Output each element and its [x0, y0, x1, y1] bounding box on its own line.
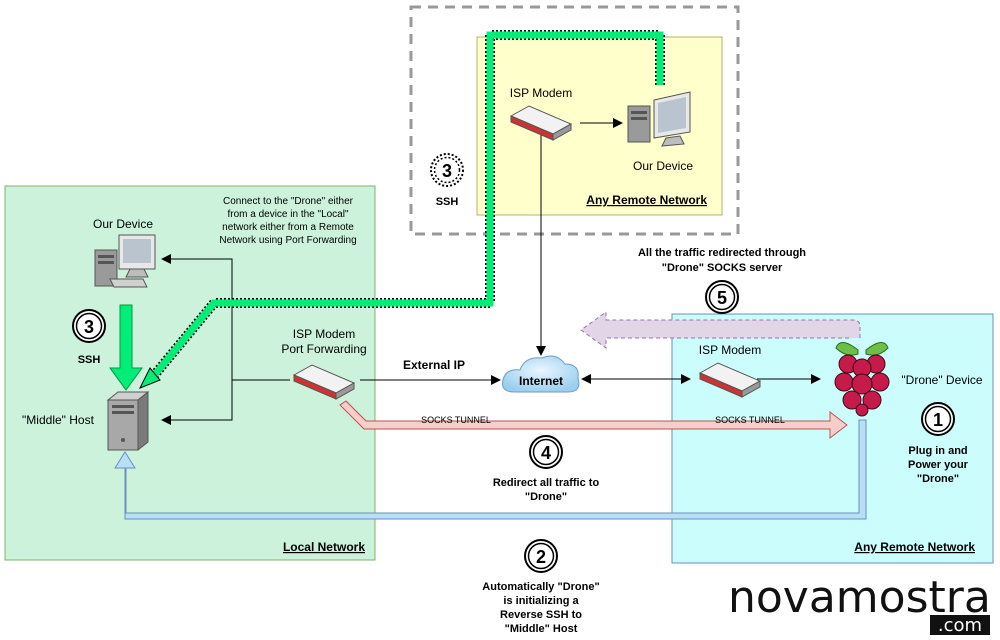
connect-note-line: Connect to the "Drone" either [223, 196, 354, 207]
step-5-badge: 5 [705, 280, 739, 314]
internet-label: Internet [519, 374, 563, 388]
step-text: "Drone" [525, 491, 567, 503]
internet-cloud: Internet [502, 355, 580, 393]
local-modem-label-line2: Port Forwarding [281, 342, 366, 356]
step-text: Redirect all traffic to [493, 477, 600, 489]
local-device-label: Our Device [93, 217, 153, 231]
top-device-icon [627, 91, 691, 147]
right-remote-network-zone: Any Remote Network [671, 313, 994, 564]
novamostra-logo: novamostra .com [728, 572, 991, 636]
step-number: 4 [541, 443, 551, 463]
connectors [161, 118, 821, 425]
top-remote-ssh-group [409, 5, 740, 236]
step-text: Power your [908, 459, 969, 471]
middle-host-label: "Middle" Host [22, 413, 95, 427]
step-text: Plug in and [908, 445, 967, 457]
socks-tunnel-arrow: SOCKS TUNNEL SOCKS TUNNEL [339, 400, 848, 440]
brand-name: novamostra [728, 572, 991, 623]
brand-tld: .com [938, 615, 982, 636]
step-number: 3 [442, 161, 452, 181]
traffic-redirect-arrow [580, 311, 861, 349]
local-ssh-label: SSH [78, 354, 101, 366]
right-modem-label: ISP Modem [699, 343, 761, 357]
step-number: 1 [933, 410, 943, 430]
top-ssh-label: SSH [436, 196, 459, 208]
traffic-note-line: "Drone" SOCKS server [662, 262, 783, 274]
ssh-green-path [138, 30, 665, 389]
right-modem-icon [698, 362, 762, 398]
step-3-badge-remote: 3 [430, 153, 464, 187]
right-remote-network-label: Any Remote Network [854, 540, 975, 554]
step-3-badge-local: 3 [72, 309, 106, 343]
step-text: "Drone" [917, 473, 959, 485]
top-modem-label: ISP Modem [510, 86, 572, 100]
connect-note: Connect to the "Drone" either from a dev… [219, 196, 356, 246]
connect-note-line: from a device in the "Local" [227, 209, 349, 220]
connect-note-line: Network using Port Forwarding [219, 235, 356, 246]
top-device-label: Our Device [633, 159, 693, 173]
traffic-note-line: All the traffic redirected through [638, 247, 806, 259]
connect-note-line: network either from a Remote [222, 222, 354, 233]
step-number: 2 [536, 547, 546, 567]
local-network-label: Local Network [283, 540, 365, 554]
middle-host-icon [106, 390, 150, 452]
drone-device-label: "Drone" Device [901, 373, 983, 387]
local-modem-icon [292, 364, 356, 400]
socks-tunnel-label-left: SOCKS TUNNEL [421, 415, 491, 425]
local-ssh-arrow [109, 304, 143, 391]
step-4-badge: 4 Redirect all traffic to "Drone" [493, 435, 600, 503]
top-remote-network-label: Any Remote Network [586, 193, 707, 207]
local-modem-label-line1: ISP Modem [293, 327, 355, 341]
top-modem-icon [509, 105, 573, 141]
external-ip-label: External IP [403, 358, 465, 372]
step-number: 3 [84, 317, 94, 337]
step-text: is initializing a [503, 595, 579, 607]
socks-tunnel-label-right: SOCKS TUNNEL [715, 415, 785, 425]
step-text: Automatically "Drone" [482, 581, 599, 593]
traffic-note: All the traffic redirected through "Dron… [638, 247, 806, 274]
step-text: "Middle" Host [505, 623, 578, 635]
step-text: Reverse SSH to [500, 609, 582, 621]
step-2-badge: 2 Automatically "Drone" is initializing … [482, 539, 600, 635]
raspberry-pi-icon [834, 342, 890, 417]
step-number: 5 [717, 288, 727, 308]
local-device-icon [94, 234, 156, 288]
step-1-badge: 1 Plug in and Power your "Drone" [908, 402, 969, 485]
reverse-ssh-arrow [114, 419, 867, 520]
